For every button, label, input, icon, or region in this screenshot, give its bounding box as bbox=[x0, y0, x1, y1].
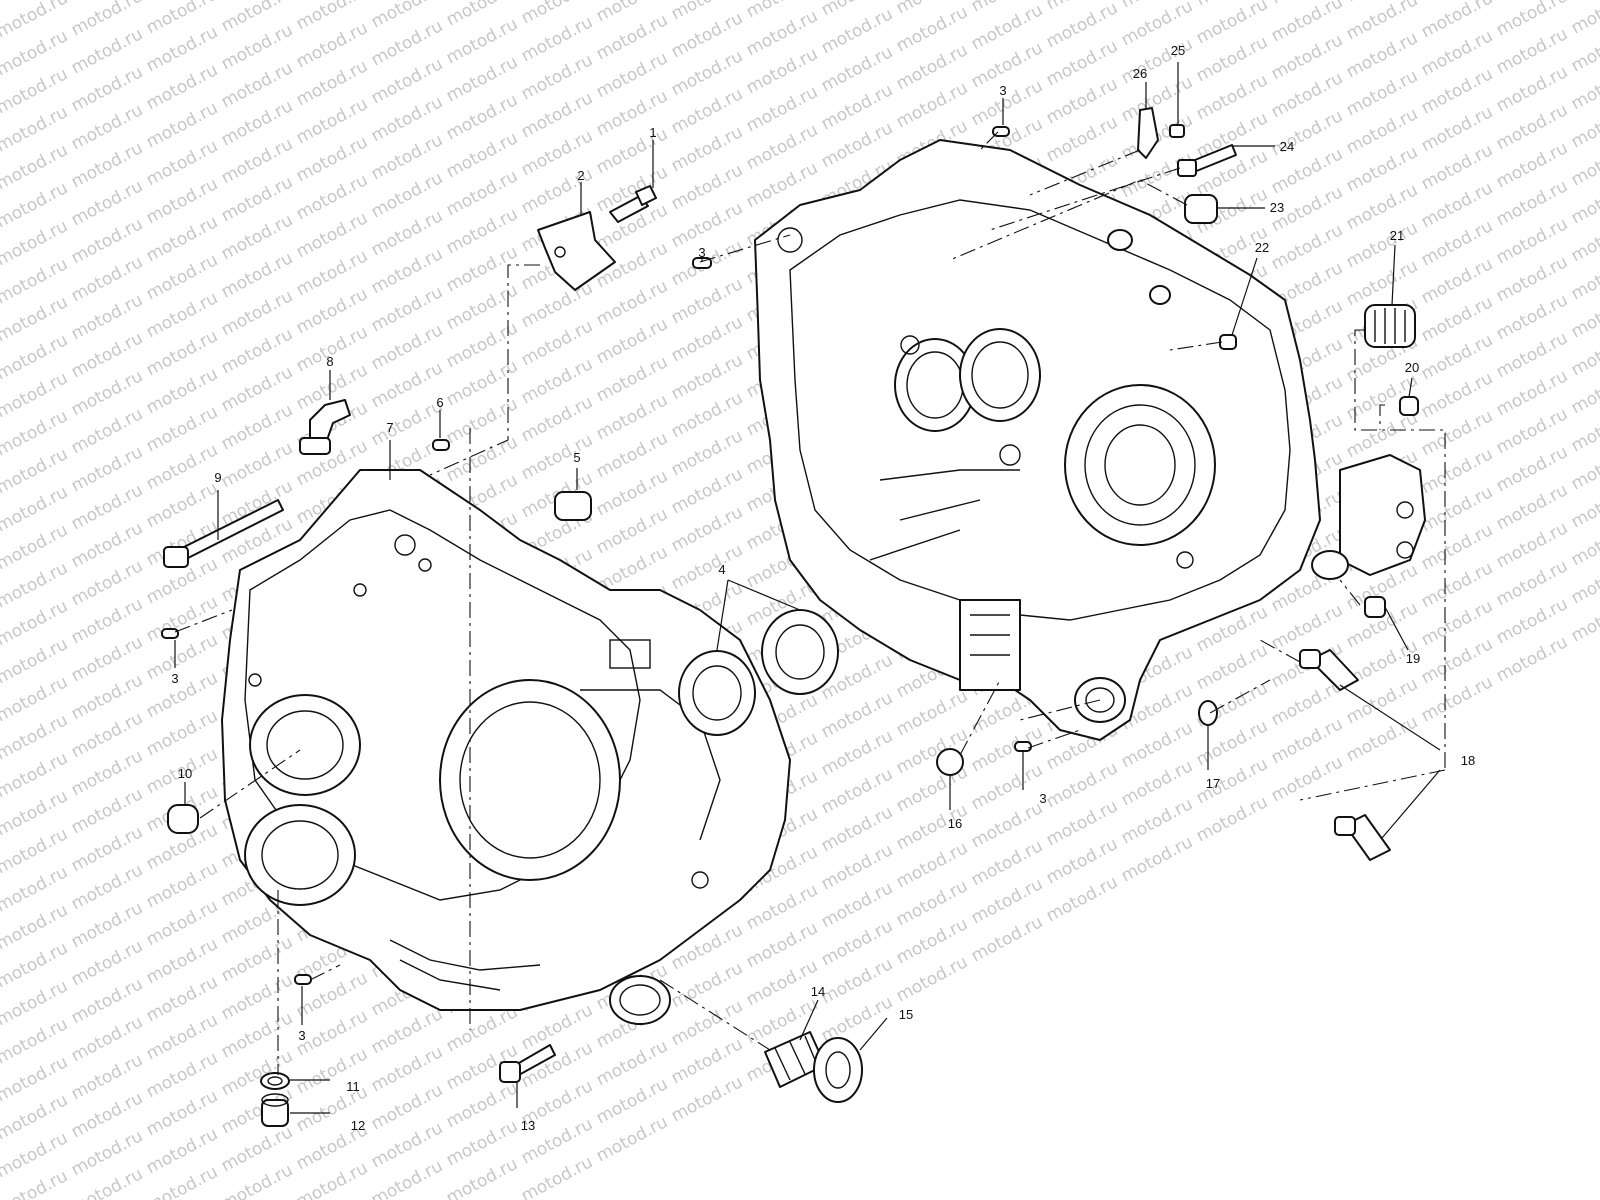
screw-part-25 bbox=[1169, 124, 1185, 138]
callout-25: 25 bbox=[1171, 43, 1185, 58]
callout-8: 8 bbox=[326, 354, 333, 369]
callout-12: 12 bbox=[351, 1118, 365, 1133]
callout-17: 17 bbox=[1206, 776, 1220, 791]
callout-22: 22 bbox=[1255, 240, 1269, 255]
bracket-part-2 bbox=[537, 211, 616, 291]
callout-5: 5 bbox=[573, 450, 580, 465]
watermark-text: motod.ru bbox=[1568, 0, 1600, 38]
callout-2: 2 bbox=[577, 168, 584, 183]
bushing-part-23 bbox=[1184, 194, 1218, 224]
seal-part-10 bbox=[167, 804, 199, 834]
bolt-part-1 bbox=[609, 185, 657, 223]
dowel-pin-part-3-bottom bbox=[294, 974, 312, 985]
callout-3-right: 3 bbox=[1039, 791, 1046, 806]
callout-26: 26 bbox=[1133, 66, 1147, 81]
bolt-part-13 bbox=[499, 1044, 556, 1083]
callout-7: 7 bbox=[386, 420, 393, 435]
oil-seal-part-15 bbox=[813, 1037, 863, 1103]
stud-part-24 bbox=[1177, 144, 1237, 177]
callout-18: 18 bbox=[1461, 753, 1475, 768]
dowel-part-22 bbox=[1219, 334, 1237, 350]
callout-3-left: 3 bbox=[171, 671, 178, 686]
callout-21: 21 bbox=[1390, 228, 1404, 243]
assembly-lines bbox=[174, 131, 1446, 1075]
dowel-pin-part-3-left bbox=[161, 628, 179, 639]
callout-3-top-right: 3 bbox=[999, 83, 1006, 98]
callout-11: 11 bbox=[346, 1079, 360, 1094]
leader-lines bbox=[174, 62, 1441, 1114]
callout-20: 20 bbox=[1405, 360, 1419, 375]
callout-4: 4 bbox=[718, 562, 725, 577]
elbow-fitting-part-8 bbox=[299, 399, 351, 455]
long-bolt-part-9 bbox=[163, 499, 284, 568]
plate-part-26 bbox=[1137, 107, 1159, 159]
dowel-pin-part-6 bbox=[432, 439, 450, 451]
callout-14: 14 bbox=[811, 984, 825, 999]
plug-part-16 bbox=[936, 748, 964, 776]
plug-part-20 bbox=[1399, 396, 1419, 416]
callout-9: 9 bbox=[214, 470, 221, 485]
callout-13: 13 bbox=[521, 1118, 535, 1133]
left-crankcase-half bbox=[221, 469, 791, 1025]
fitting-part-18-upper bbox=[1299, 649, 1359, 691]
fitting-part-18-lower bbox=[1334, 814, 1391, 861]
callout-numbers: 1 2 3 3 3 3 3 4 5 6 7 8 9 10 11 12 13 14… bbox=[171, 43, 1475, 1133]
dowel-pin-part-3-right bbox=[1014, 741, 1032, 752]
plug-part-19 bbox=[1364, 596, 1386, 618]
bearing-part-4 bbox=[678, 609, 839, 736]
drain-plug-part-12 bbox=[261, 1093, 289, 1127]
callout-15: 15 bbox=[899, 1007, 913, 1022]
right-crankcase-half bbox=[754, 139, 1426, 741]
callout-3-top: 3 bbox=[698, 245, 705, 260]
callout-6: 6 bbox=[436, 395, 443, 410]
collar-part-5 bbox=[554, 491, 592, 521]
callout-16: 16 bbox=[948, 816, 962, 831]
callout-24: 24 bbox=[1280, 139, 1294, 154]
washer-part-11 bbox=[260, 1072, 290, 1090]
callout-19: 19 bbox=[1406, 651, 1420, 666]
callout-10: 10 bbox=[178, 766, 192, 781]
callout-3-bottom: 3 bbox=[298, 1028, 305, 1043]
o-ring-part-17 bbox=[1198, 700, 1218, 726]
callout-1: 1 bbox=[649, 125, 656, 140]
callout-23: 23 bbox=[1270, 200, 1284, 215]
filter-part-21 bbox=[1364, 304, 1416, 348]
